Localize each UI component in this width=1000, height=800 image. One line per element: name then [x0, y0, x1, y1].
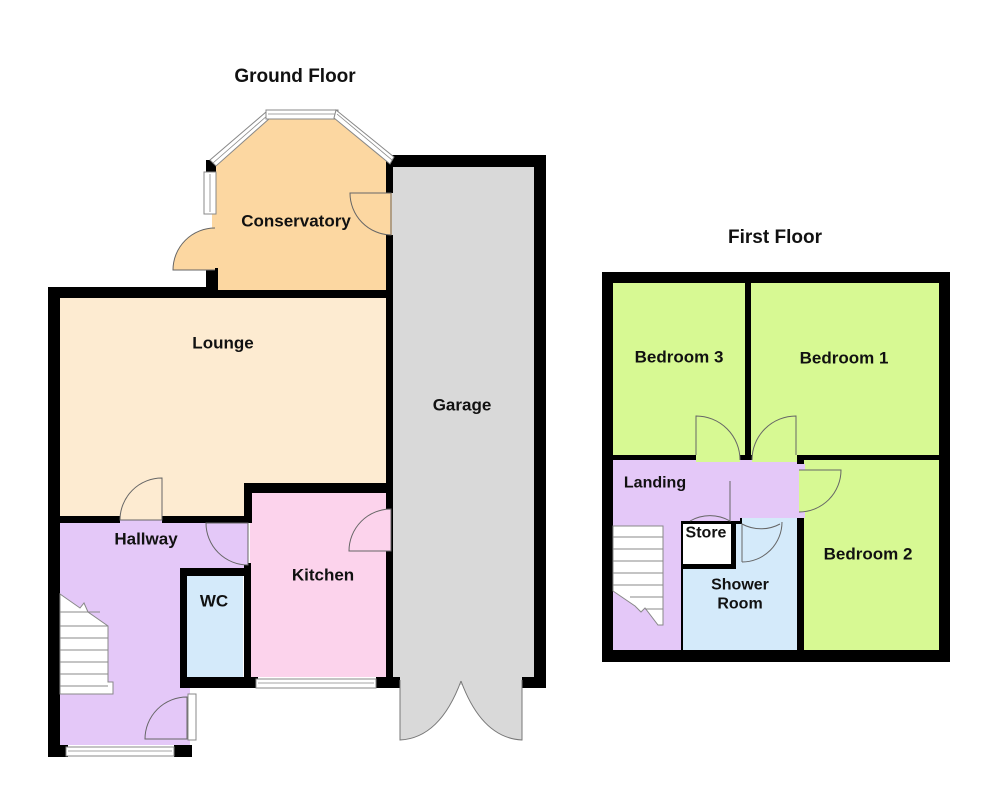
hallway-label: Hallway [114, 529, 178, 549]
wc-room [186, 575, 243, 677]
shower-room [683, 518, 797, 650]
kitchen-label: Kitchen [291, 565, 355, 585]
shower-room-label-line2: Room [717, 595, 763, 613]
wc-label: WC [199, 591, 229, 611]
store-label: Store [685, 524, 727, 542]
bedroom2-label: Bedroom 2 [823, 544, 913, 564]
bedroom3-label: Bedroom 3 [634, 347, 724, 367]
ground-floor-title: Ground Floor [234, 66, 356, 87]
conservatory-label: Conservatory [241, 211, 351, 231]
first-floor-plan [602, 272, 950, 662]
garage-room [392, 165, 538, 685]
store-room [683, 524, 731, 564]
garage-label: Garage [432, 395, 492, 415]
conservatory-room [212, 115, 392, 292]
shower-room-label-line1: Shower [711, 576, 769, 594]
lounge-label: Lounge [192, 333, 254, 353]
bedroom1-label: Bedroom 1 [799, 348, 889, 368]
ground-floor-plan [48, 109, 546, 757]
hallway-stairs [59, 593, 114, 695]
landing-label: Landing [623, 474, 687, 492]
landing-stairs [612, 525, 664, 626]
first-floor-title: First Floor [728, 227, 822, 248]
